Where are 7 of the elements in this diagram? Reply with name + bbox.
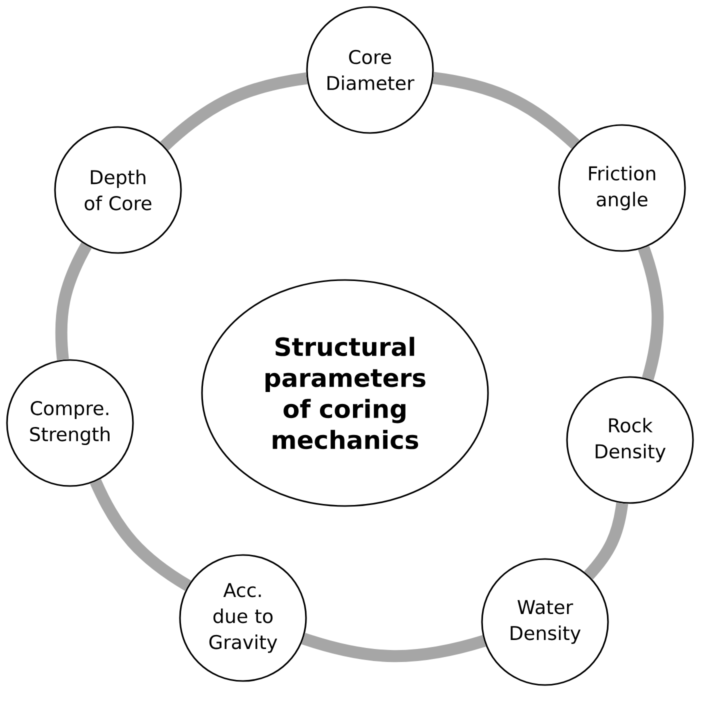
ring-segment xyxy=(55,242,92,360)
ring-segment xyxy=(432,72,580,149)
ring-segment xyxy=(584,502,628,580)
ring-segment xyxy=(90,478,192,591)
ring-segment xyxy=(638,246,664,380)
ring-segment xyxy=(302,632,486,662)
ring-segment xyxy=(160,72,308,151)
